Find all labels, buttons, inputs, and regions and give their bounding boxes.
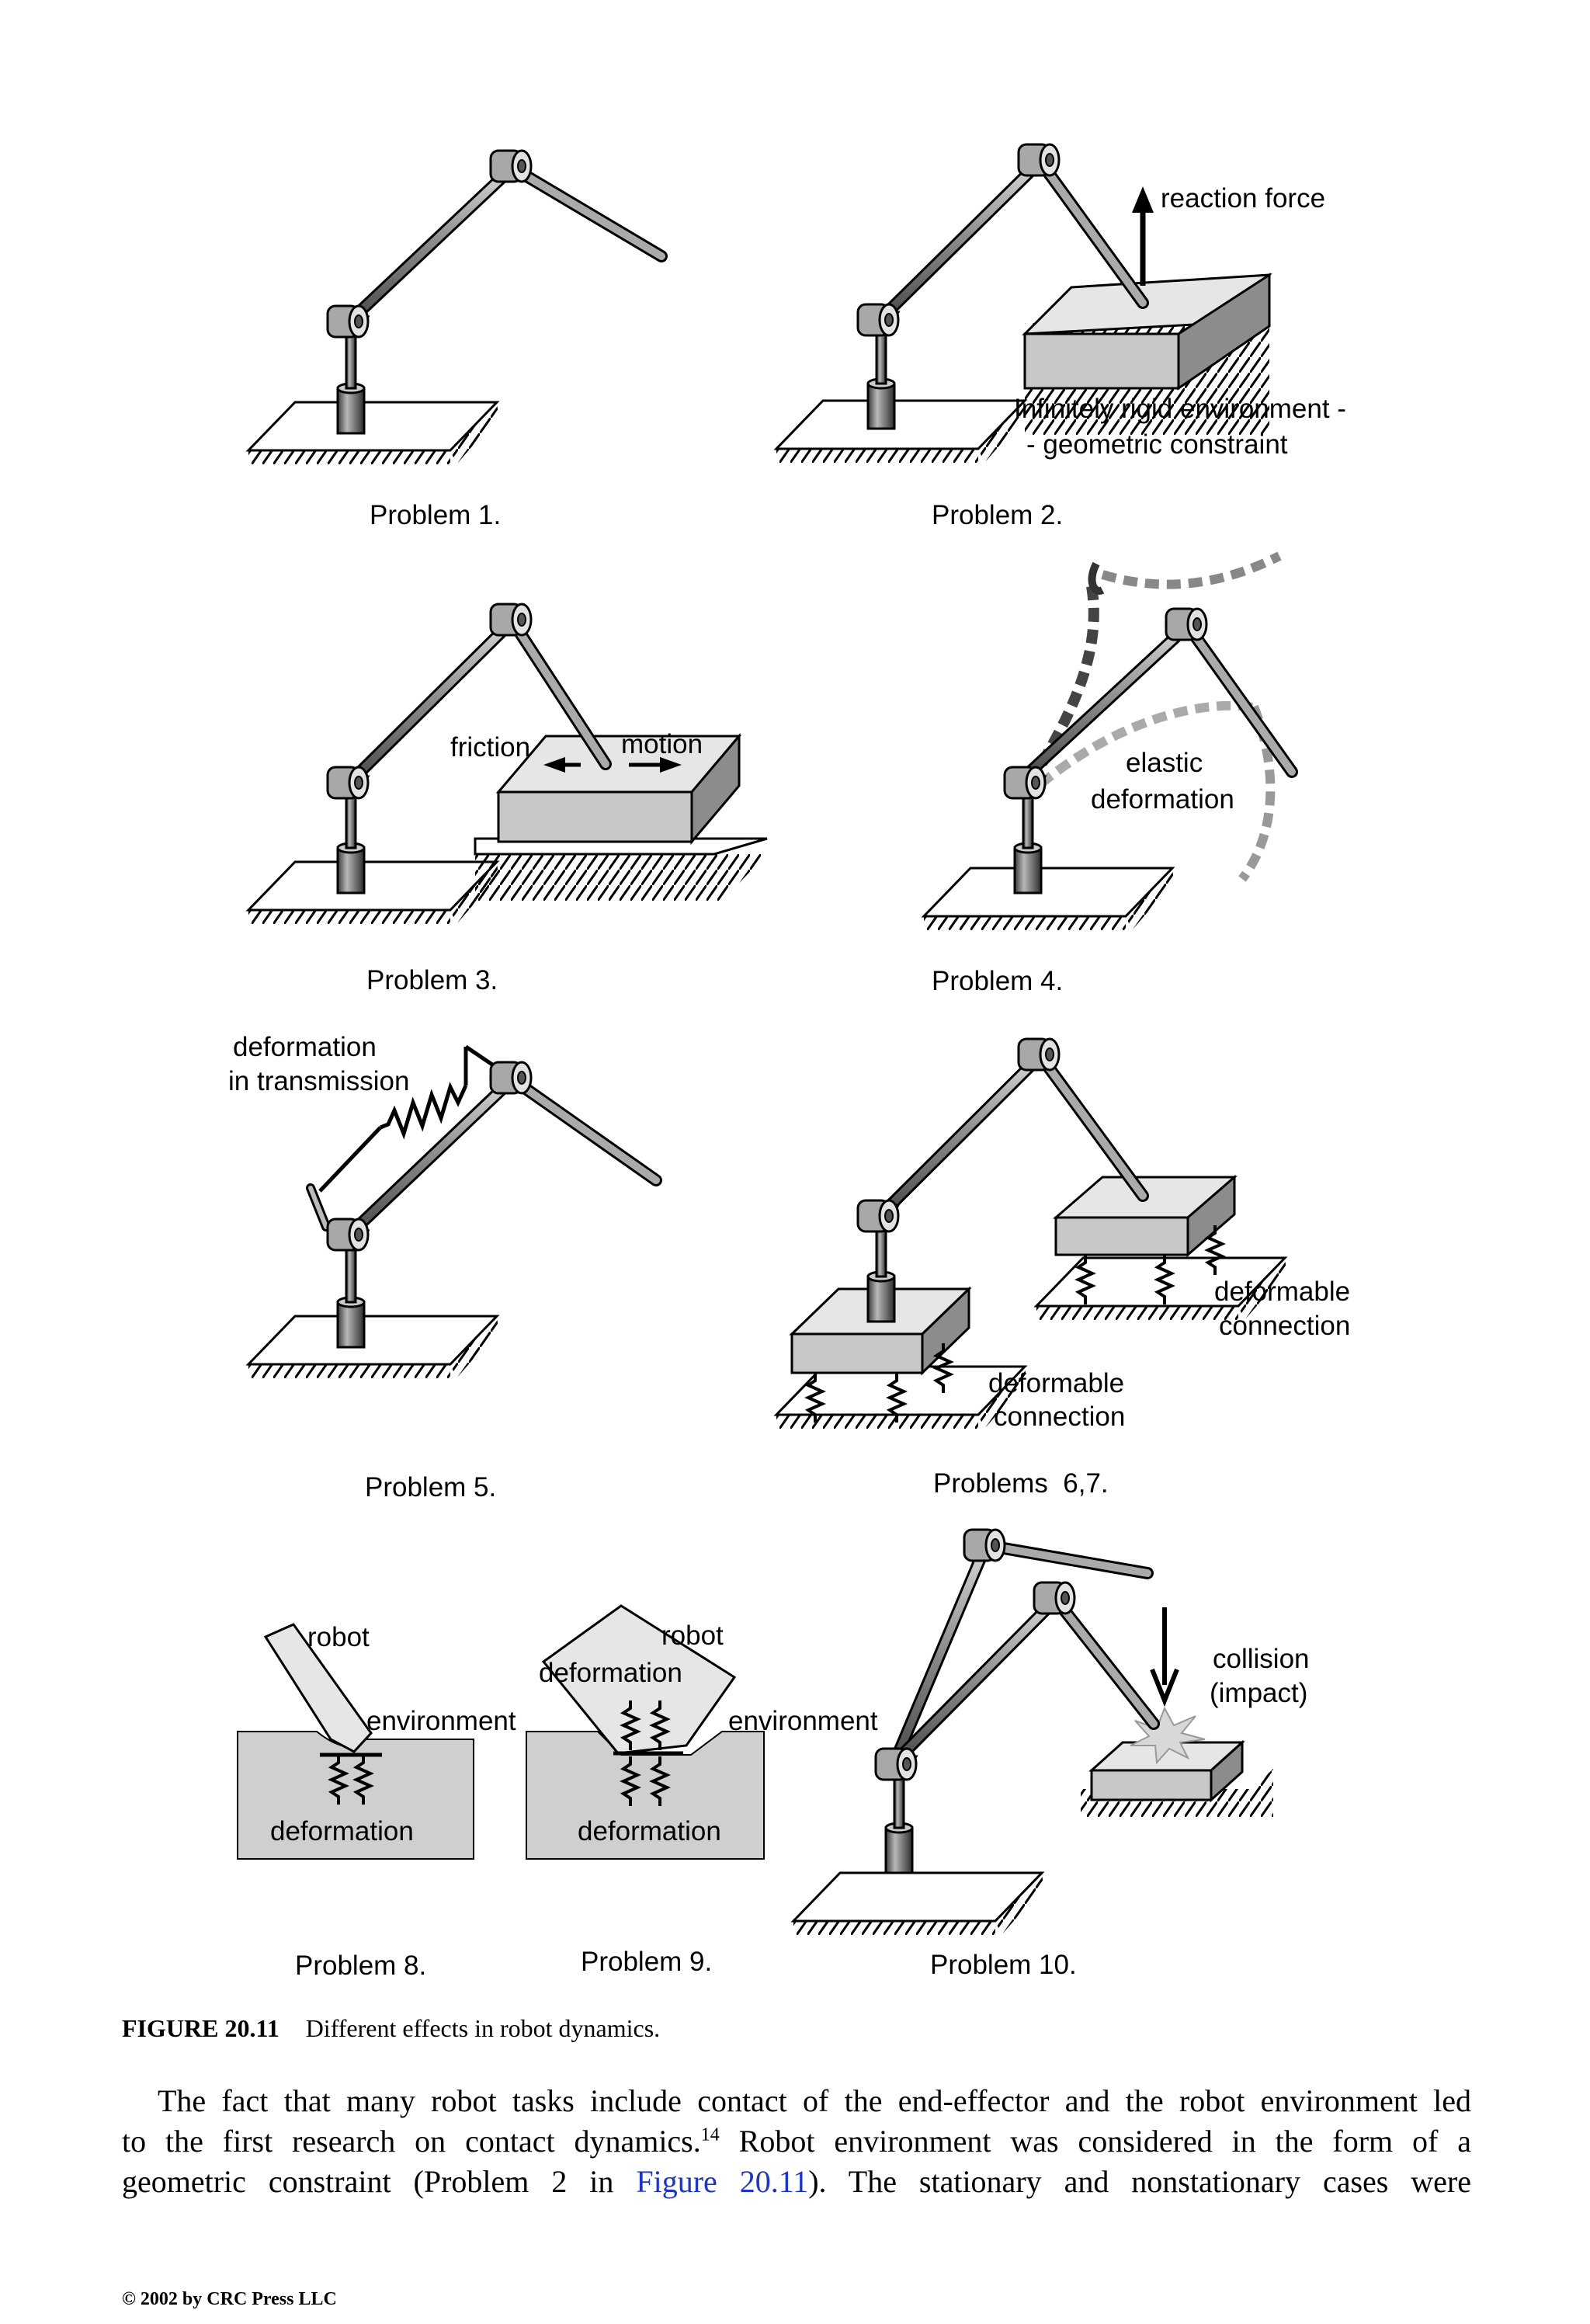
figure-number: FIGURE 20.11: [122, 2014, 279, 2042]
connection-label-lower: connection: [994, 1402, 1125, 1432]
body-line-2-text-a: to the first research on contact dynamic…: [122, 2124, 701, 2159]
problem-10-diagram: [792, 1528, 1273, 1937]
problem-4-label: Problem 4.: [932, 966, 1063, 996]
environment-label-8: environment: [366, 1706, 516, 1736]
problem-2-diagram: [775, 143, 1272, 464]
figure-20-11-link[interactable]: Figure 20.11: [636, 2164, 809, 2199]
copyright-footer: © 2002 by CRC Press LLC: [122, 2289, 337, 2309]
body-line-2-text-b: Robot environment was considered in the …: [719, 2124, 1471, 2159]
problem-3-label: Problem 3.: [366, 965, 498, 995]
problems-6-7-label: Problems 6,7.: [933, 1468, 1109, 1499]
deformation-label-9-lower: deformation: [578, 1816, 721, 1846]
robot-label-8: robot: [307, 1622, 370, 1652]
body-line-1-text: The fact that many robot tasks include c…: [158, 2083, 1471, 2118]
figure-caption-text: Different effects in robot dynamics.: [305, 2014, 661, 2042]
problem-4-diagram: [922, 551, 1298, 932]
environment-label-9: environment: [728, 1706, 878, 1736]
rigid-environment-label-2: - geometric constraint: [1026, 429, 1288, 460]
body-line-1: The fact that many robot tasks include c…: [122, 2081, 1471, 2121]
body-line-3: geometric constraint (Problem 2 in Figur…: [122, 2162, 1471, 2202]
motion-label: motion: [621, 729, 703, 759]
problem-1-diagram: [247, 149, 668, 466]
robot-label-9: robot: [661, 1621, 724, 1651]
impact-label: (impact): [1210, 1678, 1307, 1708]
body-line-2: to the first research on contact dynamic…: [122, 2121, 1471, 2162]
reference-14[interactable]: 14: [700, 2124, 720, 2145]
body-line-3-text-a: geometric constraint (Problem 2 in: [122, 2164, 637, 2199]
problem-5-label: Problem 5.: [365, 1472, 496, 1502]
connection-label-upper: connection: [1219, 1311, 1350, 1341]
problems-6-7-diagram: [775, 1037, 1288, 1430]
problem-2-label: Problem 2.: [932, 500, 1063, 530]
elastic-label: elastic: [1126, 748, 1203, 778]
problem-1-label: Problem 1.: [370, 500, 501, 530]
figure-20-11: Problem 1. reaction force Infinitely rig…: [228, 143, 1350, 1981]
problem-9-label: Problem 9.: [581, 1947, 712, 1977]
problem-8-label: Problem 8.: [295, 1951, 426, 1981]
deformation-label-8: deformation: [270, 1816, 414, 1846]
body-paragraph: The fact that many robot tasks include c…: [122, 2081, 1471, 2202]
collision-label: collision: [1213, 1644, 1310, 1674]
reaction-force-label: reaction force: [1161, 183, 1325, 214]
problem-10-label: Problem 10.: [930, 1950, 1077, 1980]
figure-caption: FIGURE 20.11 Different effects in robot d…: [122, 2014, 660, 2043]
problem-5-diagram: [247, 1044, 662, 1380]
problem-9-diagram: [526, 1604, 765, 1860]
rigid-environment-label-1: Infinitely rigid environment -: [1014, 394, 1346, 424]
deformable-label-upper: deformable: [1214, 1277, 1350, 1307]
deformation-label-9-upper: deformation: [539, 1658, 682, 1688]
in-transmission-label: in transmission: [228, 1066, 409, 1096]
body-line-3-text-b: ). The stationary and nonstationary case…: [808, 2164, 1471, 2199]
deformation-in-label: deformation: [233, 1032, 377, 1062]
elastic-deformation-label: deformation: [1091, 784, 1234, 815]
friction-label: friction: [450, 732, 530, 763]
deformable-label-lower: deformable: [988, 1368, 1124, 1398]
problem-3-diagram: [247, 603, 768, 926]
problem-8-diagram: [237, 1623, 474, 1860]
